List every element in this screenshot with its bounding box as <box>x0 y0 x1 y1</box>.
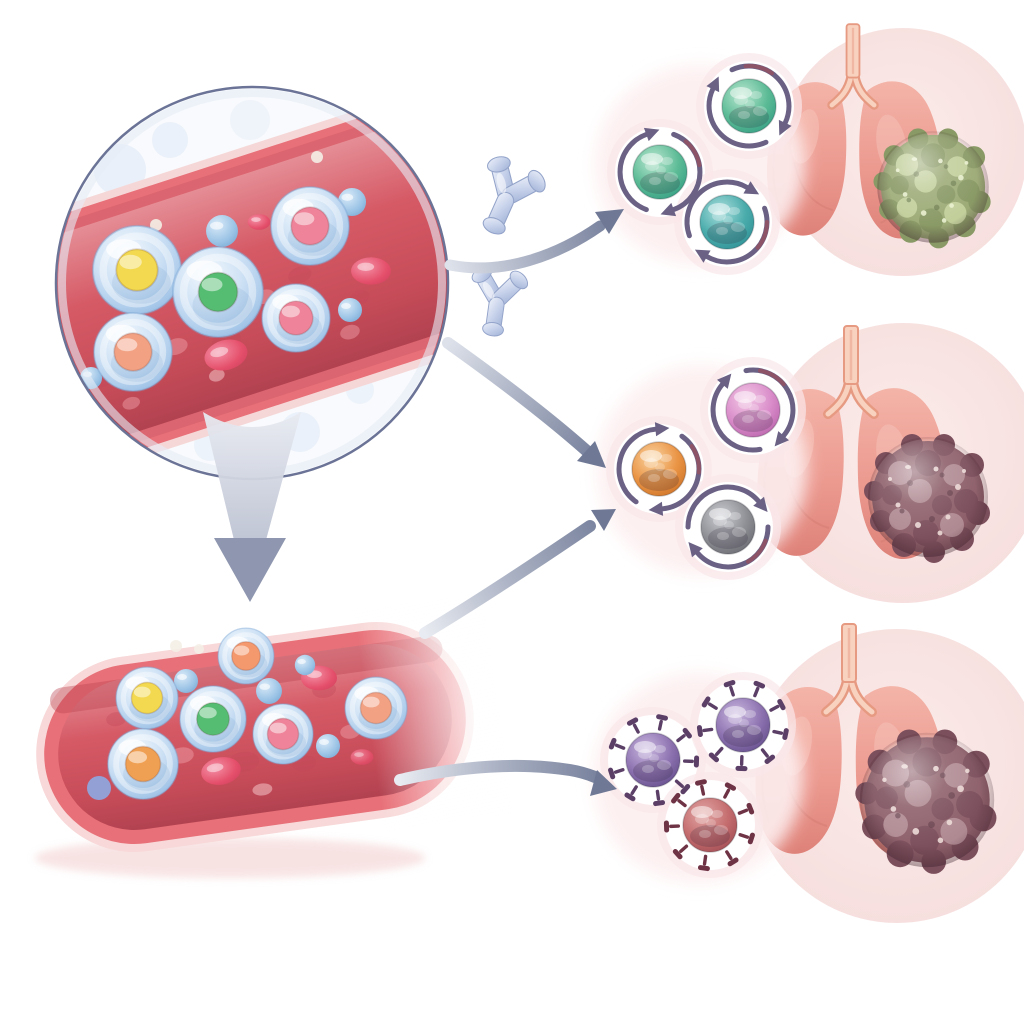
nucleus-salmon-orange <box>231 641 261 671</box>
white-particle <box>170 640 182 652</box>
magnified-vessel-inset <box>54 85 450 481</box>
magnifier-contents <box>56 87 448 479</box>
ctc-purple-cell <box>715 697 771 753</box>
ctc-teal-cell <box>721 78 777 134</box>
red-blood-cell <box>350 749 374 765</box>
arrow-inset-to-row2-shaft <box>442 337 594 458</box>
ctc-purple-cell <box>625 732 681 788</box>
vessel-shadow <box>35 838 425 878</box>
platelet <box>316 734 340 758</box>
down-arrowhead <box>214 538 286 602</box>
platelet-lavender <box>87 776 111 800</box>
red-blood-cell <box>247 214 271 230</box>
arrow-vessel-to-row2-shaft <box>419 520 596 639</box>
ctc-teal-blue-cell <box>699 194 755 250</box>
ctc-red-cell <box>682 797 738 853</box>
cluster-row3-spiked-cells <box>593 666 803 887</box>
arrow-to-row1-shaft <box>444 220 606 274</box>
nucleus-salmon <box>359 691 393 725</box>
ctc-orange-cell <box>631 441 687 497</box>
red-blood-cell <box>351 257 391 285</box>
white-particle <box>194 644 204 654</box>
arrow-vessel-to-row2-head <box>591 509 616 531</box>
platelet <box>174 669 198 693</box>
arrow-inset-to-row2-head <box>577 441 606 468</box>
nucleus-salmon <box>113 332 153 372</box>
ctc-magenta-cell <box>725 382 781 438</box>
arrow-to-row1-head <box>595 209 624 234</box>
arrow-vessel-to-row3-shaft <box>394 759 601 786</box>
pathway-arrows <box>394 209 624 796</box>
nucleus-green <box>197 271 239 313</box>
platelet <box>206 215 238 247</box>
nucleus-pink <box>266 717 300 751</box>
inset-cells <box>56 151 391 391</box>
platelet <box>256 678 282 704</box>
cluster-row1-circulating-cells <box>595 49 806 277</box>
nucleus-green <box>196 702 230 736</box>
vessel-cells <box>87 628 407 800</box>
platelet <box>294 654 316 676</box>
nucleus-yellow <box>115 248 159 292</box>
nucleus-yellow <box>130 681 164 715</box>
ctc-gray-cell <box>700 499 756 555</box>
magnifier-to-vessel-arrow <box>203 412 301 602</box>
nucleus-pink <box>278 300 314 336</box>
cluster-row2-circulating-cells <box>597 357 807 580</box>
ctc-teal-cell <box>632 144 688 200</box>
white-particle <box>311 151 323 163</box>
platelet <box>338 298 362 322</box>
arrow-vessel-to-row3-head <box>590 770 617 796</box>
nucleus-orange <box>124 745 162 783</box>
beam-shaft <box>203 412 301 540</box>
nucleus-pink <box>290 206 330 246</box>
